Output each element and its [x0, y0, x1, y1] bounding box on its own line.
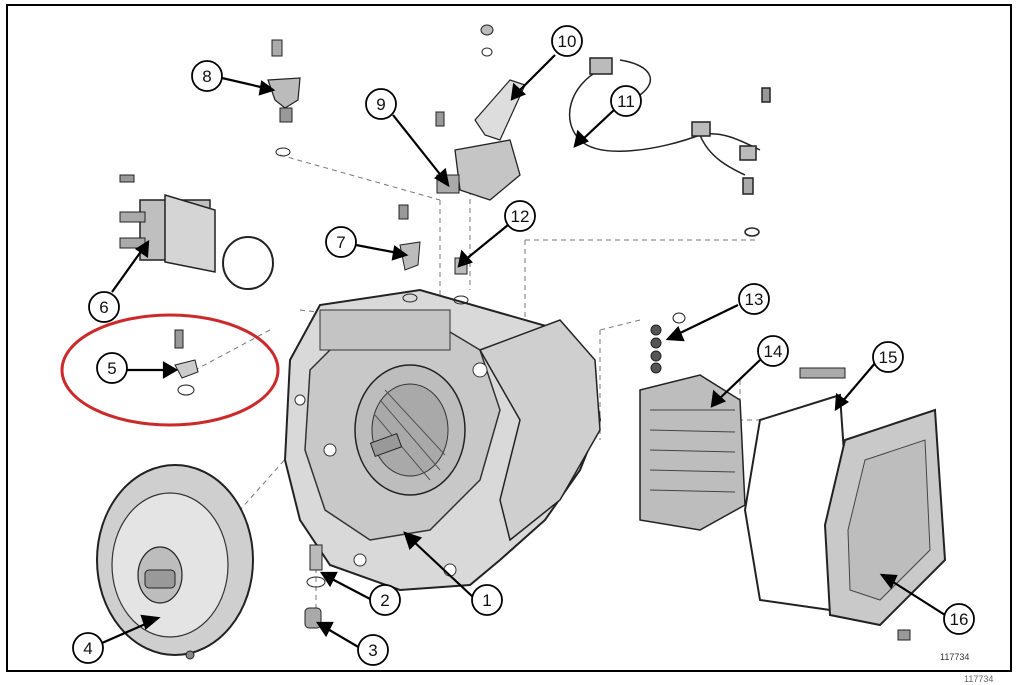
- oil-pan: [823, 408, 947, 641]
- filler-plug-parts: [174, 329, 199, 396]
- callout-5: 5: [96, 352, 128, 384]
- svg-text:16: 16: [950, 610, 969, 629]
- torque-converter: [96, 464, 254, 660]
- callout-12: 12: [504, 200, 536, 232]
- svg-text:6: 6: [99, 298, 108, 317]
- valve-body: [639, 367, 846, 531]
- svg-text:14: 14: [764, 342, 783, 361]
- figure-reference-number-outer: 117734: [964, 674, 994, 684]
- callout-2: 2: [369, 584, 401, 616]
- bracket-10: [474, 24, 526, 141]
- svg-text:5: 5: [107, 359, 116, 378]
- wiring-harness: [569, 57, 771, 237]
- svg-text:11: 11: [617, 92, 635, 111]
- seals-13: [650, 312, 686, 374]
- callout-9: 9: [365, 88, 397, 120]
- callout-13: 13: [738, 283, 770, 315]
- callout-10: 10: [551, 25, 583, 57]
- speed-sensor-7: [398, 204, 421, 303]
- svg-text:15: 15: [879, 348, 898, 367]
- svg-text:12: 12: [511, 207, 530, 226]
- callout-3: 3: [357, 634, 389, 666]
- leader-arrows: [101, 54, 946, 649]
- speed-sensor-8: [267, 39, 301, 157]
- callout-1: 1: [471, 584, 503, 616]
- callout-14: 14: [757, 335, 789, 367]
- svg-text:9: 9: [376, 95, 385, 114]
- svg-text:2: 2: [380, 591, 389, 610]
- svg-text:10: 10: [558, 32, 577, 51]
- callout-15: 15: [872, 341, 904, 373]
- svg-text:8: 8: [202, 67, 211, 86]
- svg-text:1: 1: [482, 591, 491, 610]
- callout-11: 11: [610, 85, 642, 117]
- callout-16: 16: [943, 603, 975, 635]
- svg-text:4: 4: [83, 639, 92, 658]
- highlight-ellipse: [60, 313, 280, 427]
- callout-6: 6: [88, 291, 120, 323]
- callout-7: 7: [325, 226, 357, 258]
- callout-4: 4: [72, 632, 104, 664]
- oil-cooler: [119, 174, 274, 290]
- svg-text:3: 3: [368, 641, 377, 660]
- svg-text:7: 7: [336, 233, 345, 252]
- transmission-housing: [283, 288, 602, 592]
- figure-reference-number: 117734: [940, 652, 970, 662]
- callout-8: 8: [191, 60, 223, 92]
- drain-plug-parts: [304, 544, 326, 629]
- svg-text:13: 13: [745, 290, 764, 309]
